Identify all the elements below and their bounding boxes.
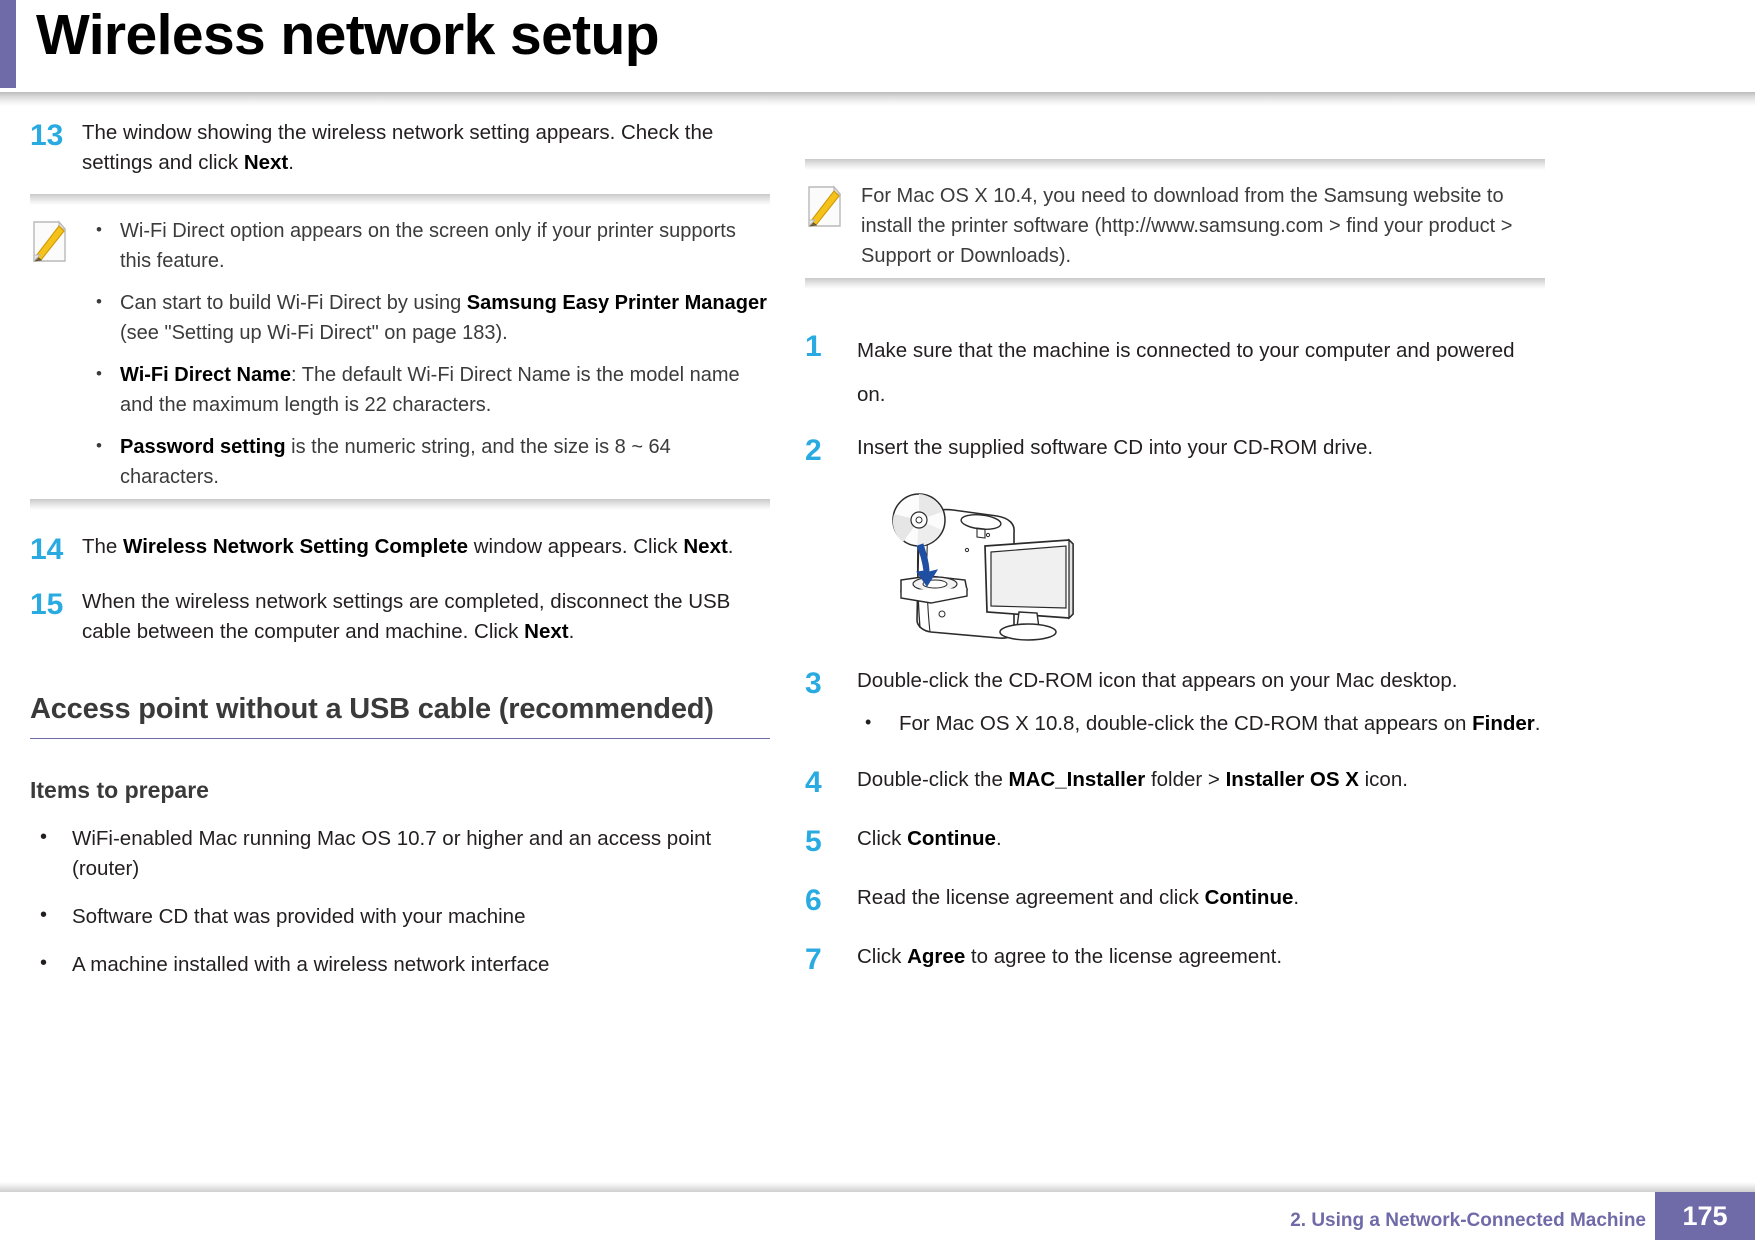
- note-item-1: Wi-Fi Direct option appears on the scree…: [86, 215, 770, 276]
- step-6-pre: Read the license agreement and click: [857, 886, 1205, 909]
- step-14-post: .: [727, 535, 734, 558]
- step-1: 1 Make sure that the machine is connecte…: [805, 329, 1545, 417]
- step-2: 2 Insert the supplied software CD into y…: [805, 433, 1545, 650]
- note-item-2: Can start to build Wi-Fi Direct by using…: [86, 287, 770, 348]
- step-13: 13 The window showing the wireless netwo…: [30, 118, 770, 178]
- section-heading-access-point: Access point without a USB cable (recomm…: [30, 693, 714, 725]
- step-5: 5 Click Continue.: [805, 824, 1545, 857]
- prepare-item-2: Software CD that was provided with your …: [30, 900, 770, 932]
- step-15-number: 15: [30, 588, 64, 621]
- step-5-number: 5: [805, 825, 822, 858]
- note-list: Wi-Fi Direct option appears on the scree…: [86, 215, 770, 492]
- step-13-text-part1: The window showing the wireless network …: [82, 121, 714, 174]
- step-2-text: Insert the supplied software CD into you…: [857, 436, 1374, 459]
- step-3-number: 3: [805, 667, 822, 700]
- footer-divider: [0, 1182, 1755, 1192]
- step-13-text: The window showing the wireless network …: [82, 118, 770, 178]
- step-4-bold-1: MAC_Installer: [1008, 768, 1146, 791]
- step-4-post: icon.: [1358, 768, 1408, 791]
- note-box-wifi-direct: Wi-Fi Direct option appears on the scree…: [30, 194, 770, 510]
- step-7: 7 Click Agree to agree to the license ag…: [805, 942, 1545, 975]
- note-item-4: Password setting is the numeric string, …: [86, 431, 770, 492]
- left-column: 13 The window showing the wireless netwo…: [30, 118, 770, 998]
- note-item-3-post: : The default Wi-Fi Direct Name is the m…: [120, 364, 740, 416]
- step-14-pre: The: [82, 535, 124, 558]
- step-14-bold-2: Next: [683, 535, 728, 558]
- right-column: For Mac OS X 10.4, you need to download …: [805, 145, 1545, 991]
- note-item-2-bold: Samsung Easy Printer Manager: [466, 292, 767, 314]
- note-pencil-icon: [30, 216, 86, 269]
- step-15: 15 When the wireless network settings ar…: [30, 587, 770, 647]
- step-13-text-part2: .: [288, 151, 294, 174]
- step-15-post: .: [568, 620, 575, 643]
- step-15-text: When the wireless network settings are c…: [82, 587, 770, 647]
- step-7-post: to agree to the license agreement.: [965, 945, 1283, 968]
- page-title: Wireless network setup: [36, 3, 660, 67]
- header-accent-bar: [0, 0, 16, 88]
- subsection-heading-items-to-prepare: Items to prepare: [30, 777, 209, 803]
- note-box-wifi-direct-content: Wi-Fi Direct option appears on the scree…: [86, 215, 770, 492]
- step-4-text: Double-click the MAC_Installer folder > …: [857, 765, 1545, 795]
- step-1-text: Make sure that the machine is connected …: [857, 339, 1515, 406]
- note-item-3: Wi-Fi Direct Name: The default Wi-Fi Dir…: [86, 359, 770, 420]
- step-5-pre: Click: [857, 827, 908, 850]
- step-2-number: 2: [805, 434, 822, 467]
- step-14-mid: window appears. Click: [468, 535, 684, 558]
- step-4-mid: folder >: [1145, 768, 1226, 791]
- step-13-number: 13: [30, 119, 64, 152]
- step-3-sub-post: .: [1534, 712, 1541, 735]
- step-15-pre: When the wireless network settings are c…: [82, 590, 731, 643]
- cd-insert-into-desktop-computer-illustration: [857, 480, 1117, 650]
- step-1-number: 1: [805, 330, 822, 363]
- step-7-number: 7: [805, 943, 822, 976]
- step-4-number: 4: [805, 766, 822, 799]
- note-item-4-bold: Password setting: [120, 436, 286, 458]
- step-6-bold-1: Continue: [1204, 886, 1294, 909]
- step-14-bold-1: Wireless Network Setting Complete: [123, 535, 469, 558]
- footer-chapter-label: 2. Using a Network-Connected Machine: [1290, 1210, 1646, 1231]
- note-item-2-pre: Can start to build Wi-Fi Direct by using: [120, 292, 467, 314]
- step-4-bold-2: Installer OS X: [1225, 768, 1359, 791]
- step-3-sub-pre: For Mac OS X 10.8, double-click the CD-R…: [899, 712, 1473, 735]
- step-6-number: 6: [805, 884, 822, 917]
- prepare-item-3: A machine installed with a wireless netw…: [30, 948, 770, 980]
- step-6: 6 Read the license agreement and click C…: [805, 883, 1545, 916]
- step-3-sub-bold: Finder: [1472, 712, 1535, 735]
- note-pencil-icon: [805, 181, 861, 234]
- step-3: 3 Double-click the CD-ROM icon that appe…: [805, 666, 1545, 739]
- step-3-text: Double-click the CD-ROM icon that appear…: [857, 669, 1458, 692]
- note-box-mac-os-104-text: For Mac OS X 10.4, you need to download …: [861, 185, 1513, 267]
- note-item-3-bold: Wi-Fi Direct Name: [120, 364, 291, 386]
- step-15-bold-1: Next: [524, 620, 569, 643]
- step-7-text: Click Agree to agree to the license agre…: [857, 942, 1545, 972]
- step-3-sub-item: For Mac OS X 10.8, double-click the CD-R…: [857, 707, 1545, 739]
- step-6-text: Read the license agreement and click Con…: [857, 883, 1545, 913]
- step-7-bold-1: Agree: [907, 945, 966, 968]
- note-item-4-post: is the numeric string, and the size is 8…: [120, 436, 671, 488]
- step-4: 4 Double-click the MAC_Installer folder …: [805, 765, 1545, 798]
- page-footer: 2. Using a Network-Connected Machine 175: [0, 1182, 1755, 1240]
- step-14: 14 The Wireless Network Setting Complete…: [30, 532, 770, 565]
- note-box-mac-os-104: For Mac OS X 10.4, you need to download …: [805, 159, 1545, 289]
- section-heading-divider: [30, 738, 770, 739]
- note-item-2-post: (see "Setting up Wi-Fi Direct" on page 1…: [120, 322, 508, 344]
- step-6-post: .: [1293, 886, 1300, 909]
- step-5-text: Click Continue.: [857, 824, 1545, 854]
- step-7-pre: Click: [857, 945, 908, 968]
- page-header: Wireless network setup: [0, 0, 1755, 106]
- items-to-prepare-list: WiFi-enabled Mac running Mac OS 10.7 or …: [30, 822, 770, 980]
- step-5-post: .: [995, 827, 1002, 850]
- step-5-bold-1: Continue: [907, 827, 996, 850]
- footer-page-number: 175: [1655, 1192, 1755, 1240]
- step-14-number: 14: [30, 533, 64, 566]
- note-item-1-text: Wi-Fi Direct option appears on the scree…: [120, 220, 736, 272]
- step-4-pre: Double-click the: [857, 768, 1009, 791]
- step-14-text: The Wireless Network Setting Complete wi…: [82, 532, 770, 562]
- prepare-item-1: WiFi-enabled Mac running Mac OS 10.7 or …: [30, 822, 770, 884]
- header-divider: [0, 92, 1755, 106]
- step-13-next-bold: Next: [243, 151, 289, 174]
- step-3-sub-list: For Mac OS X 10.8, double-click the CD-R…: [857, 707, 1545, 739]
